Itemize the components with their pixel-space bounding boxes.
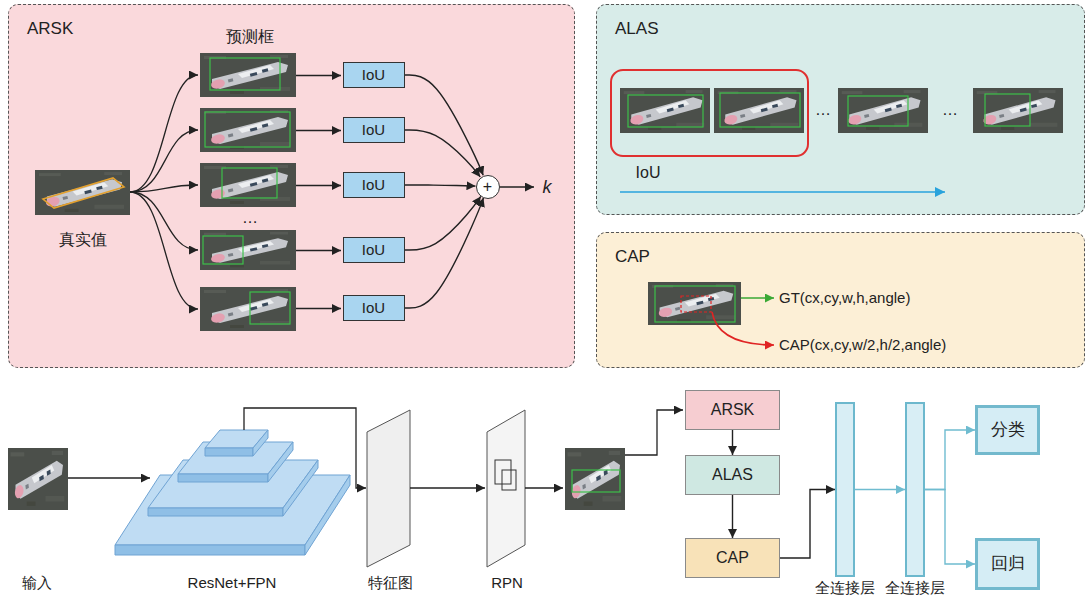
- stage-label: 特征图: [368, 574, 413, 591]
- sum-circle: +: [476, 175, 500, 199]
- connector-arrow: [405, 198, 484, 308]
- pipeline-wires: [68, 408, 683, 488]
- connector-arrow: [780, 490, 835, 559]
- node-text: ALAS: [615, 19, 1084, 39]
- prediction-images: [200, 53, 296, 331]
- panel-ground: [8, 4, 575, 368]
- node-text: +: [483, 179, 492, 195]
- connector-arrow: [405, 75, 484, 175]
- node-text: IoU: [362, 241, 385, 258]
- cap-image: [648, 282, 741, 325]
- sorted-images: [611, 70, 1063, 156]
- iou-box: IoU: [343, 62, 405, 87]
- output-box: 分类: [975, 405, 1040, 455]
- stage-label: RPN: [491, 574, 523, 591]
- ground-truth-image: [35, 170, 130, 215]
- node-text: 全连接层: [815, 579, 875, 597]
- iou-box: IoU: [343, 237, 405, 262]
- module-panel: ALAS: [596, 4, 1085, 215]
- iou-box: IoU: [343, 117, 405, 142]
- node-text: ARSK: [711, 401, 755, 419]
- gt-arrow: [741, 297, 774, 299]
- connector-arrow: [732, 495, 733, 538]
- iou-axis-arrow: [620, 191, 945, 193]
- ellipsis: …: [242, 209, 258, 227]
- fc-layer: 全连接层: [835, 402, 855, 577]
- proposal-image: [565, 448, 625, 510]
- process-box: ALAS: [685, 455, 780, 495]
- image-caption: 真实值: [59, 231, 107, 249]
- axis-label: IoU: [636, 164, 661, 182]
- ellipsis: …: [815, 101, 831, 119]
- node-text: IoU: [362, 176, 385, 193]
- node-text: 回归: [991, 554, 1025, 574]
- input-image: [8, 448, 68, 510]
- connector-arrow: [855, 489, 905, 490]
- node-text: IoU: [362, 299, 385, 316]
- module-panel: ARSK IoU IoU IoU IoU IoU +: [8, 4, 575, 368]
- fc-layer: 全连接层: [905, 402, 925, 577]
- process-box: CAP: [685, 538, 780, 578]
- process-box: ARSK: [685, 390, 780, 430]
- box-formula: CAP(cx,cy,w/2,h/2,angle): [779, 336, 946, 353]
- stage-label: 输入: [22, 574, 52, 591]
- image-heading: 预测框: [226, 28, 274, 46]
- rpn-layer: [487, 410, 525, 567]
- box-formula: GT(cx,cy,w,h,angle): [779, 289, 910, 306]
- node-text: 全连接层: [885, 579, 945, 597]
- node-text: ARSK: [27, 19, 574, 39]
- node-text: CAP: [716, 549, 749, 567]
- iou-box: IoU: [343, 172, 405, 197]
- connector-arrow: [405, 185, 476, 186]
- node-text: IoU: [362, 66, 385, 83]
- connector-arrow: [732, 430, 733, 455]
- iou-box: IoU: [343, 295, 405, 320]
- node-text: CAP: [615, 247, 1084, 267]
- resnet-fpn-pyramid: [115, 430, 350, 555]
- node-text: IoU: [362, 121, 385, 138]
- node-text: 分类: [991, 420, 1025, 440]
- panel-ground: [596, 4, 1085, 215]
- connector-arrow: [405, 130, 481, 177]
- panel-ground: [596, 232, 1085, 368]
- connector-arrow: [925, 490, 975, 565]
- connector-arrow: [925, 430, 975, 490]
- cap-arrow: [712, 312, 774, 345]
- output-symbol: k: [543, 177, 552, 198]
- connector-arrow: [405, 196, 481, 250]
- stage-label: ResNet+FPN: [188, 574, 277, 591]
- feature-map: [367, 410, 410, 567]
- node-text: ALAS: [712, 466, 753, 484]
- arrow-wires: [130, 75, 534, 309]
- ellipsis: …: [942, 101, 958, 119]
- output-box: 回归: [975, 538, 1040, 590]
